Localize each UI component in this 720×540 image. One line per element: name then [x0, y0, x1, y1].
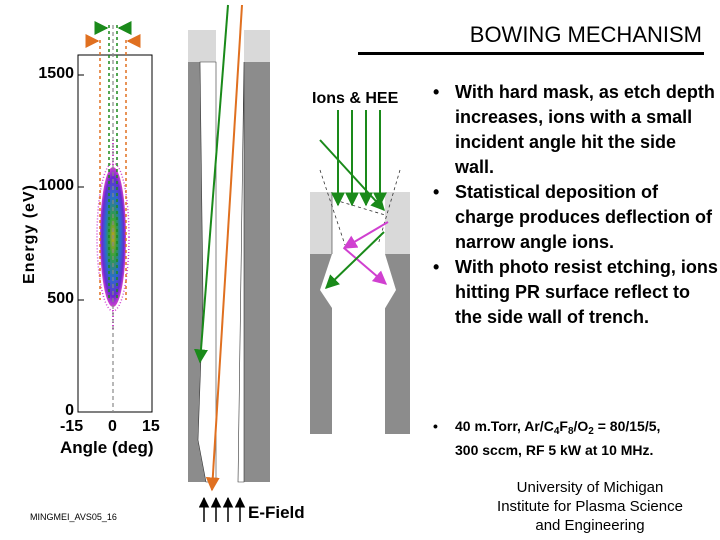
reflected-ion-arrow [342, 221, 389, 249]
cond-sub: 8 [567, 426, 574, 437]
x-tick-label: -15 [60, 418, 84, 435]
cond-sub: 2 [588, 426, 594, 437]
slide-credit: MINGMEI_AVS05_16 [30, 512, 117, 522]
plot-frame [77, 54, 153, 413]
y-tick-label: 0 [65, 402, 74, 419]
y-axis-label: Energy (eV) [21, 184, 38, 284]
ions-hee-label: Ions & HEE [312, 90, 399, 107]
reflected-ion-arrow [343, 247, 388, 285]
ied-plot [77, 21, 153, 413]
affiliation: University of Michigan Institute for Pla… [470, 478, 710, 535]
page-title: BOWING MECHANISM [469, 22, 702, 47]
bullet-item: With photo resist etching, ions hitting … [428, 255, 718, 330]
efield-label: E-Field [248, 503, 305, 522]
conditions-item: 40 m.Torr, Ar/C4F8/O2 = 80/15/5, 300 sccm… [428, 417, 708, 459]
x-tick-label: 0 [108, 418, 117, 435]
cond-sub: 4 [553, 426, 560, 437]
cond-text: F [559, 418, 568, 434]
mechanism-bullets: With hard mask, as etch depth increases,… [428, 80, 718, 330]
orange-ion-trajectory [205, 4, 243, 492]
y-axis-ticks [78, 74, 84, 413]
title-underline [358, 52, 704, 55]
conditions-bullets: 40 m.Torr, Ar/C4F8/O2 = 80/15/5, 300 sccm… [428, 417, 708, 459]
cond-text: 300 sccm, RF 5 kW at 10 MHz. [455, 442, 654, 458]
x-tick-label: 15 [142, 418, 160, 435]
bullet-item: Statistical deposition of charge produce… [428, 180, 718, 255]
affiliation-line: Institute for Plasma Science [497, 498, 683, 515]
cond-text: /O [573, 418, 589, 434]
y-tick-label: 500 [47, 290, 74, 307]
incoming-ion-arrow [319, 139, 385, 212]
affiliation-line: University of Michigan [516, 479, 664, 496]
cond-text: 40 m.Torr, Ar/C [455, 418, 554, 434]
bullet-item: With hard mask, as etch depth increases,… [428, 80, 718, 180]
deflected-ion-arrow [324, 231, 385, 289]
y-tick-label: 1500 [38, 65, 74, 82]
y-tick-label: 1000 [38, 177, 74, 194]
affiliation-line: and Engineering [535, 517, 645, 534]
cond-text: = 80/15/5, [593, 418, 661, 434]
left-trench [188, 4, 270, 522]
green-ion-trajectory [194, 4, 229, 364]
right-trench [310, 110, 410, 434]
x-axis-label: Angle (deg) [60, 438, 154, 457]
